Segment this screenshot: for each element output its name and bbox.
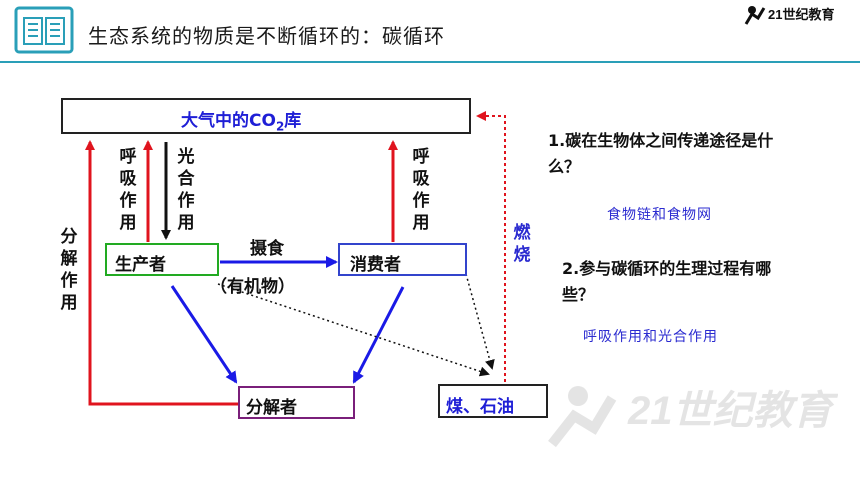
arrow-producer-to-decomposer (170, 285, 238, 384)
header-divider (0, 61, 860, 63)
arrow-combustion (476, 111, 506, 388)
label-photosynthesis: 光合作用 (177, 147, 195, 233)
atmosphere-label: 大气中的CO (181, 111, 276, 131)
label-organic-matter: （有机物） (210, 277, 295, 297)
label-producer-respiration: 呼吸作用 (119, 147, 137, 233)
book-icon (14, 6, 74, 54)
answer-2: 呼吸作用和光合作用 (583, 329, 718, 345)
header-bar (0, 0, 860, 62)
slide-title: 生态系统的物质是不断循环的：碳循环 (88, 24, 445, 48)
brand-logo: 21世纪教育 (742, 2, 842, 26)
decomposer-label: 分解者 (246, 398, 297, 418)
arrow-decomposition (85, 140, 240, 406)
label-decomposition-text: 分解作用 (60, 227, 78, 313)
question-1: 1.碳在生物体之间传递途径是什么？ (548, 131, 774, 176)
watermark-logo: 21世纪教育 (538, 374, 838, 460)
fossil-fuel-label: 煤、石油 (446, 397, 514, 417)
consumer-label: 消费者 (350, 255, 401, 275)
label-consumer-respiration: 呼吸作用 (412, 147, 430, 233)
watermark-text: 21世纪教育 (627, 389, 838, 433)
label-decomposition: 分解作用 (59, 226, 79, 314)
consumer-box: 消费者 (338, 243, 467, 276)
question-2: 2.参与碳循环的生理过程有哪些？ (562, 259, 772, 304)
producer-box: 生产者 (105, 243, 219, 276)
label-combustion: 燃烧 (513, 223, 531, 265)
arrow-consumer-to-decomposer (352, 286, 405, 384)
fossil-fuel-box: 煤、石油 (438, 384, 548, 418)
brand-logo-text: 21世纪教育 (768, 7, 834, 22)
arrow-producer-to-fossil (217, 283, 490, 377)
atmosphere-subscript: 2 (275, 119, 285, 134)
decomposer-box: 分解者 (238, 386, 355, 419)
answer-1: 食物链和食物网 (607, 207, 712, 223)
producer-label: 生产者 (115, 255, 166, 275)
label-ingestion: 摄食 (250, 239, 284, 259)
arrow-consumer-to-fossil (465, 273, 495, 370)
atmosphere-co2-box: 大气中的CO2库 (61, 98, 471, 134)
atmosphere-suffix: 库 (284, 111, 302, 131)
